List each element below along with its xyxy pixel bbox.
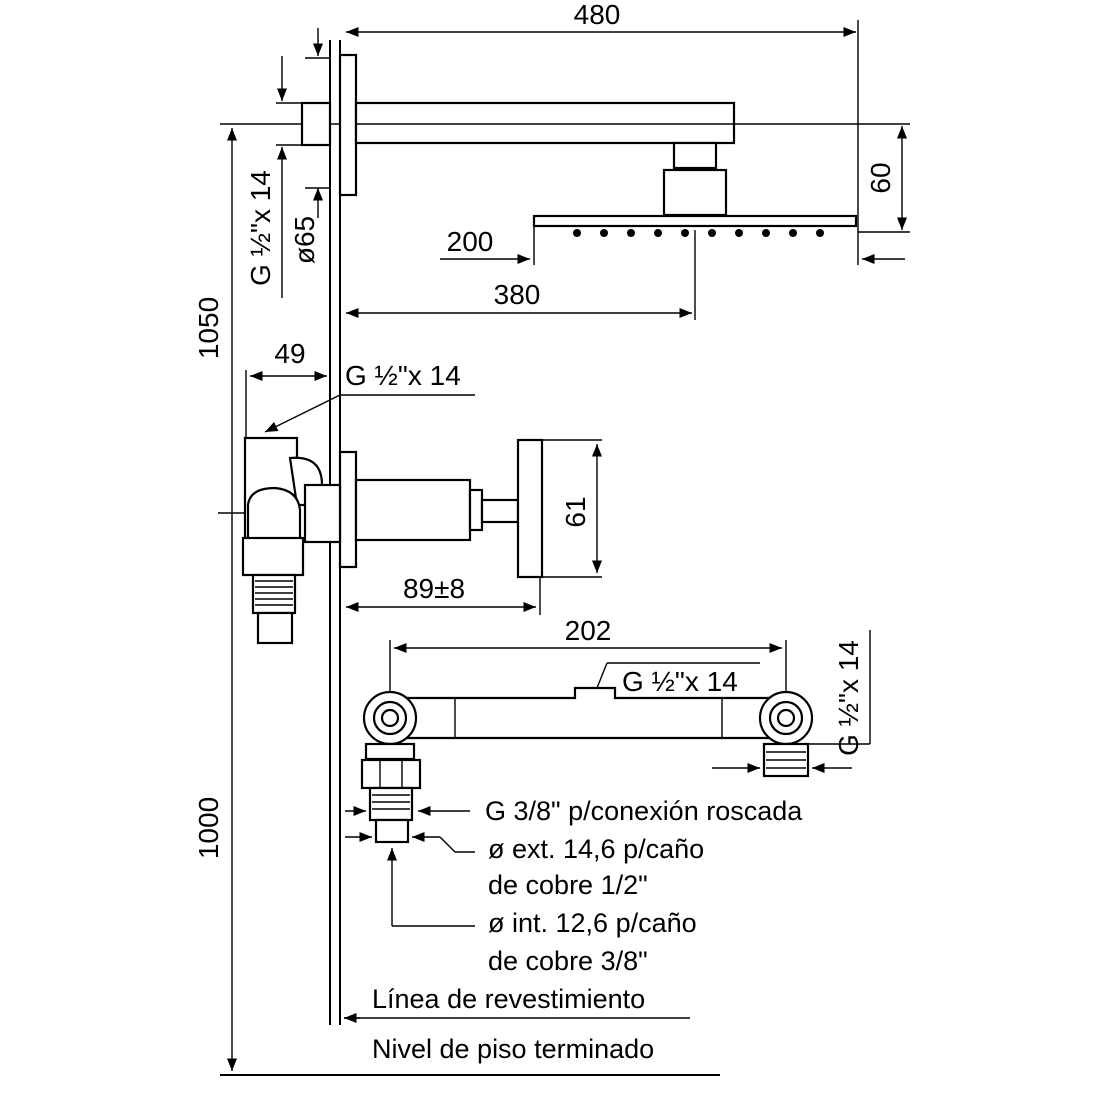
dimension-1050: 1050 [193, 128, 238, 1071]
flange-thickness-arrows [305, 28, 330, 218]
dimension-60: 60 [858, 126, 910, 233]
svg-text:ø ext. 14,6 p/caño: ø ext. 14,6 p/caño [488, 834, 704, 864]
shower-nozzles [573, 229, 824, 237]
svg-text:ø65: ø65 [289, 216, 320, 264]
svg-text:380: 380 [494, 279, 541, 310]
dimension-480: 480 [346, 0, 859, 265]
svg-text:1050: 1050 [193, 297, 224, 359]
svg-text:ø int. 12,6 p/caño: ø int. 12,6 p/caño [488, 908, 697, 938]
svg-text:Nivel de piso terminado: Nivel de piso terminado [372, 1034, 654, 1064]
svg-text:49: 49 [274, 338, 305, 369]
svg-text:G ½"x 14: G ½"x 14 [345, 360, 461, 391]
dimension-49: 49 [245, 338, 327, 438]
valve-body [241, 436, 544, 645]
svg-text:de cobre 1/2": de cobre 1/2" [488, 870, 648, 900]
svg-text:480: 480 [574, 0, 621, 30]
dimension-89: 89±8 [346, 573, 541, 615]
svg-text:60: 60 [865, 162, 896, 193]
dimension-thread-top: G ½"x 14 ø65 [245, 56, 320, 298]
dimension-61: 61 [542, 439, 603, 578]
svg-text:G ½"x 14: G ½"x 14 [622, 666, 738, 697]
svg-text:200: 200 [447, 226, 494, 257]
note-floor-level: Nivel de piso terminado [372, 1034, 654, 1064]
dimension-bar-side-thread: G ½"x 14 [712, 630, 871, 774]
callout-bar-thread: G ½"x 14 [596, 662, 760, 697]
svg-text:1000: 1000 [193, 797, 224, 859]
svg-text:G ½"x 14: G ½"x 14 [245, 170, 276, 286]
svg-text:89±8: 89±8 [403, 573, 465, 604]
svg-text:G 3/8" p/conexión roscada: G 3/8" p/conexión roscada [485, 796, 803, 826]
thread-hatch [255, 580, 293, 606]
note-conn-thread: G 3/8" p/conexión roscada [345, 796, 803, 826]
svg-text:G ½"x 14: G ½"x 14 [833, 640, 864, 756]
dimension-200: 200 [440, 226, 905, 265]
note-cladding-line: Línea de revestimiento [344, 984, 690, 1024]
svg-text:61: 61 [560, 496, 591, 527]
dimension-202: 202 [389, 615, 787, 692]
svg-text:202: 202 [565, 615, 612, 646]
svg-text:Línea de revestimiento: Línea de revestimiento [372, 984, 645, 1014]
dimension-380: 380 [346, 230, 696, 320]
svg-text:de cobre 3/8": de cobre 3/8" [488, 946, 648, 976]
note-ext-diameter: ø ext. 14,6 p/caño de cobre 1/2" [345, 831, 704, 900]
connection-bar [360, 686, 814, 844]
dimension-1000: 1000 [193, 512, 300, 859]
shower-arm-assembly [300, 53, 858, 237]
note-int-diameter: ø int. 12,6 p/caño de cobre 3/8" [386, 848, 697, 976]
callout-valve-thread: G ½"x 14 [264, 360, 475, 433]
